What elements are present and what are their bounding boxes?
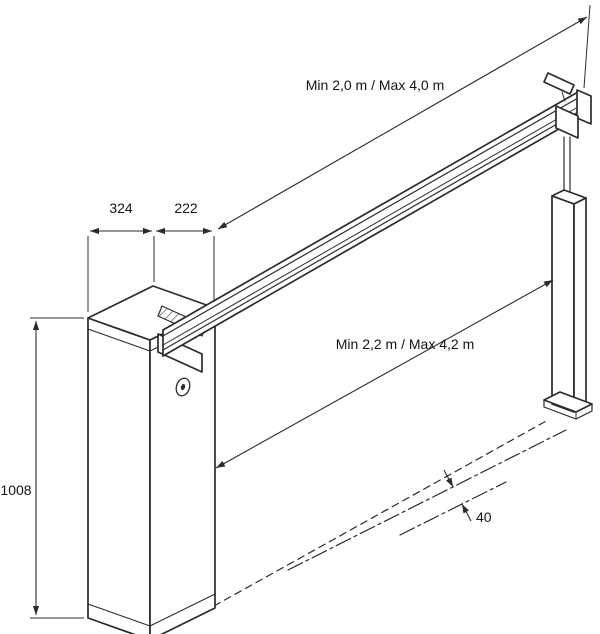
dim-label-boom-bottom: Min 2,2 m / Max 4,2 m <box>336 336 474 352</box>
dim-line-boom-bottom <box>215 279 554 469</box>
boom-groove-line <box>162 106 579 346</box>
post-side-face <box>573 197 587 413</box>
centerline-main <box>287 429 567 571</box>
dim-label-cabinet-top-width: 324 <box>109 200 133 216</box>
boom-lower-face-edge <box>162 111 579 351</box>
post-front-face <box>551 195 575 413</box>
boom-end-cap <box>576 89 592 125</box>
lock-keyhole <box>180 383 186 391</box>
boom-arm <box>162 72 592 357</box>
boom-body <box>163 92 578 356</box>
dim-label-support-offset: 40 <box>476 509 492 525</box>
dim-line-boom-top <box>217 16 588 230</box>
offset-dim-arrow-a <box>443 469 454 488</box>
centerline-offset <box>399 481 507 536</box>
cabinet-lid-lip-front <box>87 328 151 352</box>
offset-dim-arrow-b <box>461 503 472 522</box>
ground-lines <box>213 419 567 607</box>
dim-label-boom-setback: 222 <box>174 200 198 216</box>
cabinet-base-line-front <box>87 603 151 627</box>
boom-tip-flag <box>543 72 575 95</box>
support-post <box>543 189 593 420</box>
release-lock <box>175 377 191 397</box>
dimension-annotations: 1008 324 222 Min 2,0 m / Max 4,0 m Min 2… <box>0 4 591 619</box>
boom-bottom-edge <box>162 117 579 357</box>
boom-top-edge <box>162 91 579 331</box>
cabinet-base-line-side <box>149 593 216 627</box>
support-rod <box>555 105 579 194</box>
dim-label-boom-top: Min 2,0 m / Max 4,0 m <box>306 77 444 93</box>
barrier-cabinet <box>87 285 216 634</box>
ground-dashed-line <box>213 419 549 607</box>
cabinet-front-face <box>87 317 151 634</box>
dim-label-cabinet-height: 1008 <box>0 482 31 498</box>
